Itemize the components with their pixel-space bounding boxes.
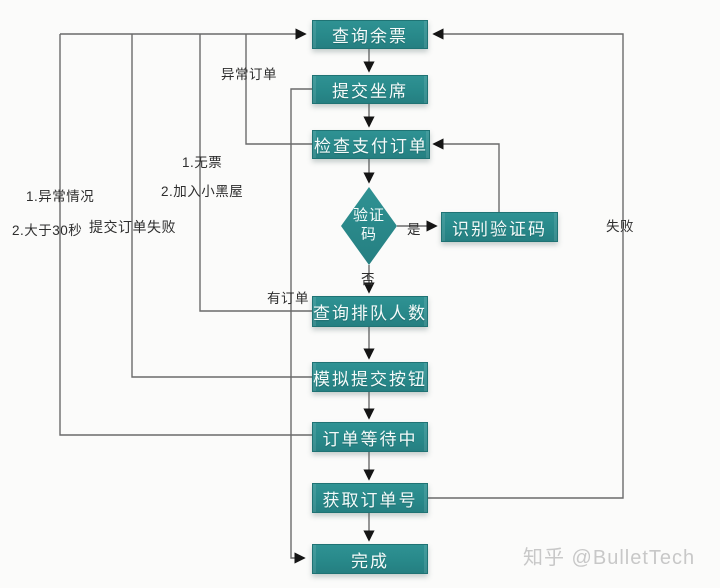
edge-wait-abnormal-loop bbox=[59, 34, 312, 436]
edge-check-abnormal-loop bbox=[245, 34, 312, 145]
zhihu-watermark: 知乎 @BulletTech bbox=[523, 547, 696, 569]
node-order-waiting: 订单等待中 bbox=[312, 422, 428, 452]
edge-label-failed: 失败 bbox=[606, 219, 634, 234]
node-recognize-captcha: 识别验证码 bbox=[441, 212, 558, 242]
edge-label-submit-order-failed: 提交订单失败 bbox=[89, 219, 176, 235]
edge-submit-hasorder-done bbox=[290, 88, 312, 564]
edge-getorder-failed-loop bbox=[428, 28, 624, 499]
edge-simulate-failed-loop bbox=[131, 34, 312, 378]
edge-label-yes: 是 bbox=[407, 222, 421, 237]
node-query-queue-count: 查询排队人数 bbox=[312, 296, 428, 327]
edge-label-no: 否 bbox=[361, 272, 375, 287]
node-simulate-submit-button: 模拟提交按钮 bbox=[312, 362, 428, 392]
node-check-payment-order: 检查支付订单 bbox=[312, 130, 430, 159]
edge-label-abnormal-order: 异常订单 bbox=[221, 67, 277, 82]
edge-label-no-ticket: 1.无票 bbox=[182, 155, 223, 170]
edge-label-blacklist: 2.加入小黑屋 bbox=[161, 184, 244, 199]
edge-label-has-order: 有订单 bbox=[267, 291, 309, 306]
node-get-order-number: 获取订单号 bbox=[312, 483, 428, 513]
node-done: 完成 bbox=[312, 544, 428, 574]
edge-label-abnormal-case: 1.异常情况 bbox=[26, 189, 95, 204]
node-query-tickets: 查询余票 bbox=[312, 20, 428, 49]
edge-label-over-30s: 2.大于30秒 bbox=[12, 223, 83, 238]
edge-recognize-to-check bbox=[432, 138, 500, 212]
edge-queue-noticket-loop bbox=[199, 34, 312, 312]
node-submit-seat: 提交坐席 bbox=[312, 75, 428, 104]
captcha-decision-label: 验证码 bbox=[352, 207, 385, 243]
